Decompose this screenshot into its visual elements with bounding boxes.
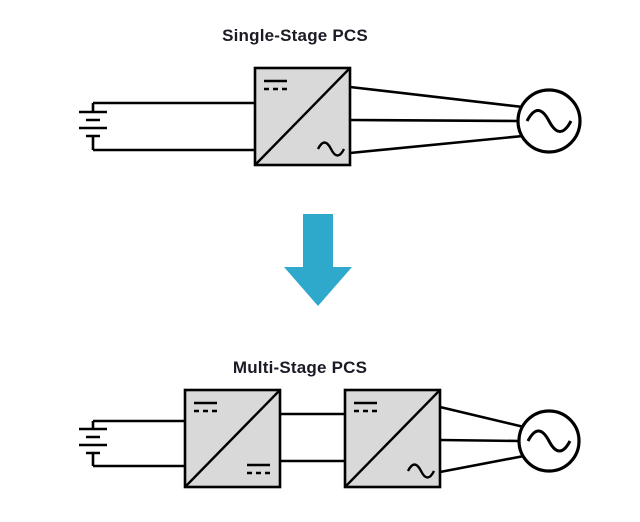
diagonal-divider [344, 389, 441, 488]
dc-symbol [264, 79, 287, 91]
single-stage-diagram [79, 66, 582, 167]
phase-wire [349, 85, 524, 109]
three-phase-wires [349, 85, 524, 155]
ac-sine-symbol [406, 463, 436, 479]
multi-stage-diagram [79, 388, 581, 489]
phase-wire [439, 405, 525, 429]
three-phase-wires [439, 405, 525, 474]
dc-bus-wires [93, 101, 255, 152]
ac-source-icon [516, 88, 582, 154]
dc-ac-converter-box [343, 388, 442, 489]
phase-wire [439, 454, 525, 474]
dc-bus-wires [93, 419, 185, 468]
battery-plates [79, 103, 107, 150]
diagonal-divider [184, 389, 281, 488]
diagonal-divider [254, 67, 351, 166]
down-arrow-icon [284, 214, 352, 306]
dc-symbol [354, 401, 377, 413]
battery-plates [79, 421, 107, 466]
dc-symbol [247, 463, 270, 475]
dc-link-wires [280, 412, 345, 463]
ac-source-sine [525, 109, 573, 133]
dc-symbol [194, 401, 217, 413]
phase-wire [439, 438, 520, 443]
battery-icon [79, 421, 107, 466]
battery-icon [79, 103, 107, 150]
dc-ac-converter-box [253, 66, 352, 167]
ac-source-icon [517, 409, 581, 473]
phase-wire [349, 118, 519, 123]
ac-source-sine [526, 429, 572, 453]
ac-sine-symbol [316, 141, 346, 157]
single-stage-title: Single-Stage PCS [222, 26, 368, 45]
phase-wire [349, 134, 524, 155]
dc-dc-converter-box [183, 388, 282, 489]
multi-stage-title: Multi-Stage PCS [232, 358, 368, 377]
